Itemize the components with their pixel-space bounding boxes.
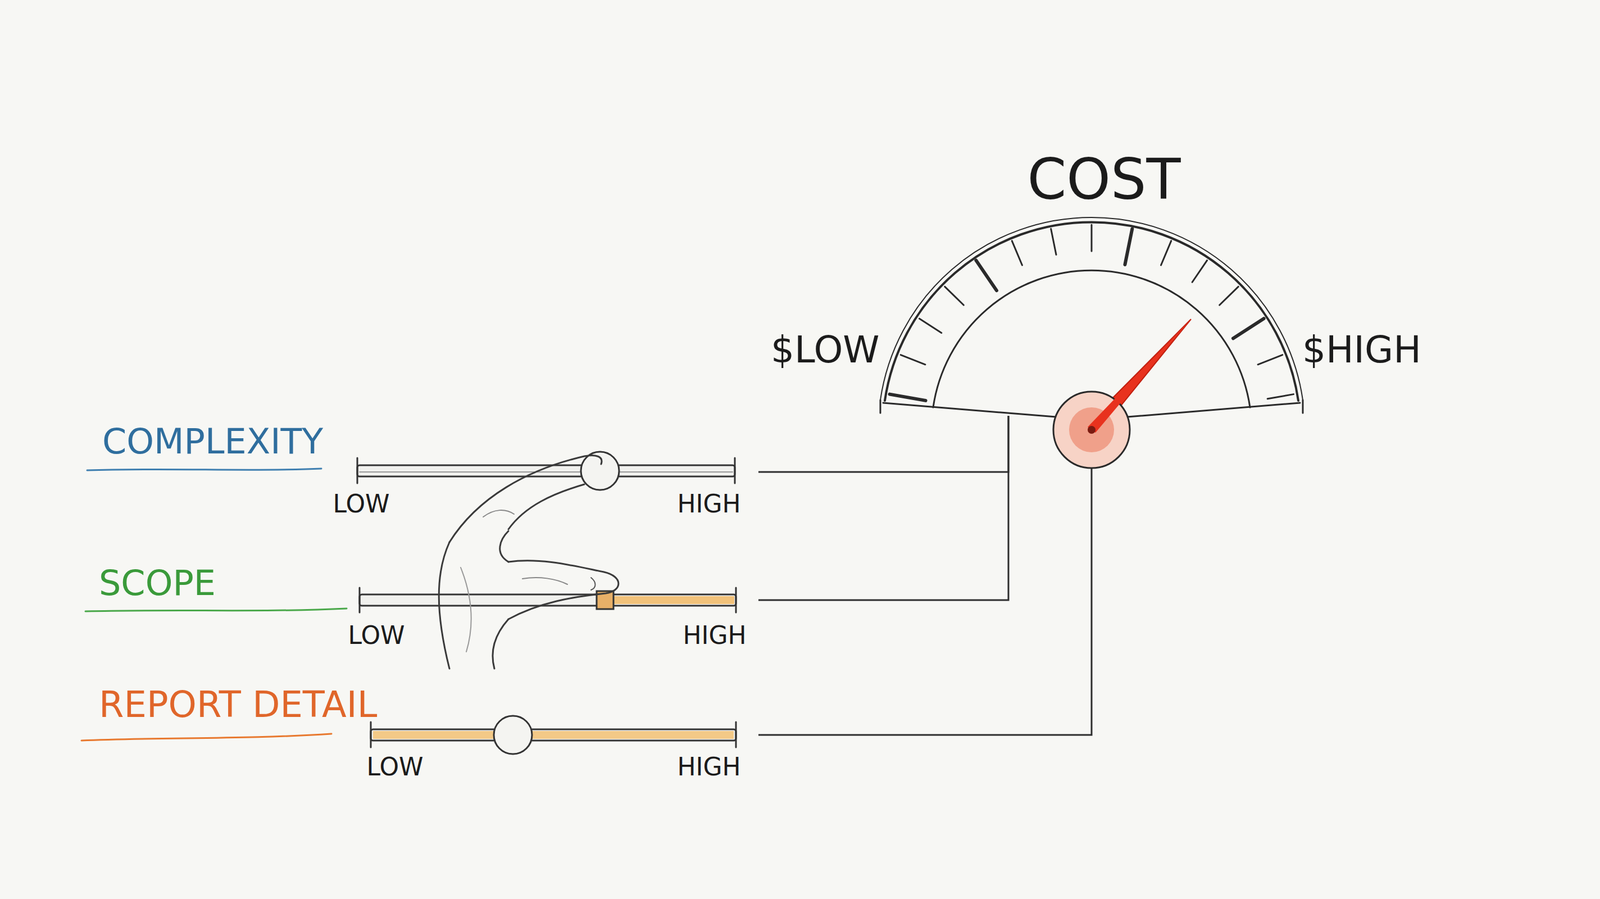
gauge-tick [1219, 286, 1239, 306]
gauge-tick [944, 286, 965, 306]
gauge-tick [1233, 318, 1265, 339]
underline [85, 608, 347, 612]
gauge-tick [1051, 228, 1057, 255]
gauge-tick [1161, 241, 1172, 266]
gauge-tick [1124, 228, 1133, 265]
gauge-tick [1091, 224, 1093, 252]
scale-label: LOW [332, 489, 390, 519]
slider-label: COMPLEXITY [102, 421, 324, 462]
slider-label: REPORT DETAIL [98, 684, 377, 726]
scale-label: LOW [347, 621, 405, 650]
cost-gauge [880, 217, 1303, 468]
gauge-tick [1257, 355, 1283, 365]
gauge-tick [919, 318, 942, 333]
wire-connector [758, 415, 1009, 472]
gauge-tick [889, 394, 926, 401]
underline [87, 468, 322, 471]
gauge-scale-label: $HIGH [1302, 328, 1422, 372]
scale-label: LOW [366, 752, 424, 782]
scale-label: HIGH [676, 489, 741, 519]
scale-label: HIGH [682, 621, 747, 650]
hand-sketch [438, 455, 619, 669]
slider-track [359, 587, 736, 613]
gauge-title: COST [1026, 147, 1181, 212]
gauge-tick [1267, 394, 1294, 399]
slider-label: SCOPE [98, 562, 216, 603]
slider-control: COMPLEXITY LOW HIGH [84, 416, 759, 526]
gauge-tick [1011, 241, 1022, 266]
slider-control: SCOPE LOW HIGH [84, 558, 759, 661]
wire-connector [758, 415, 1092, 735]
gauge-scale-label: $LOW [770, 328, 880, 372]
slider-control: REPORT DETAIL LOW HIGH [78, 676, 759, 787]
wire-connector [758, 415, 1009, 600]
scale-label: HIGH [676, 752, 741, 782]
slider-track [370, 715, 736, 754]
gauge-tick [900, 355, 926, 365]
slider-track [357, 451, 735, 490]
gauge-tick [975, 260, 997, 291]
cost-gauge-node: COST $LOW $HIGH [764, 142, 1427, 416]
underline [81, 733, 332, 741]
gauge-tick [1192, 260, 1207, 283]
